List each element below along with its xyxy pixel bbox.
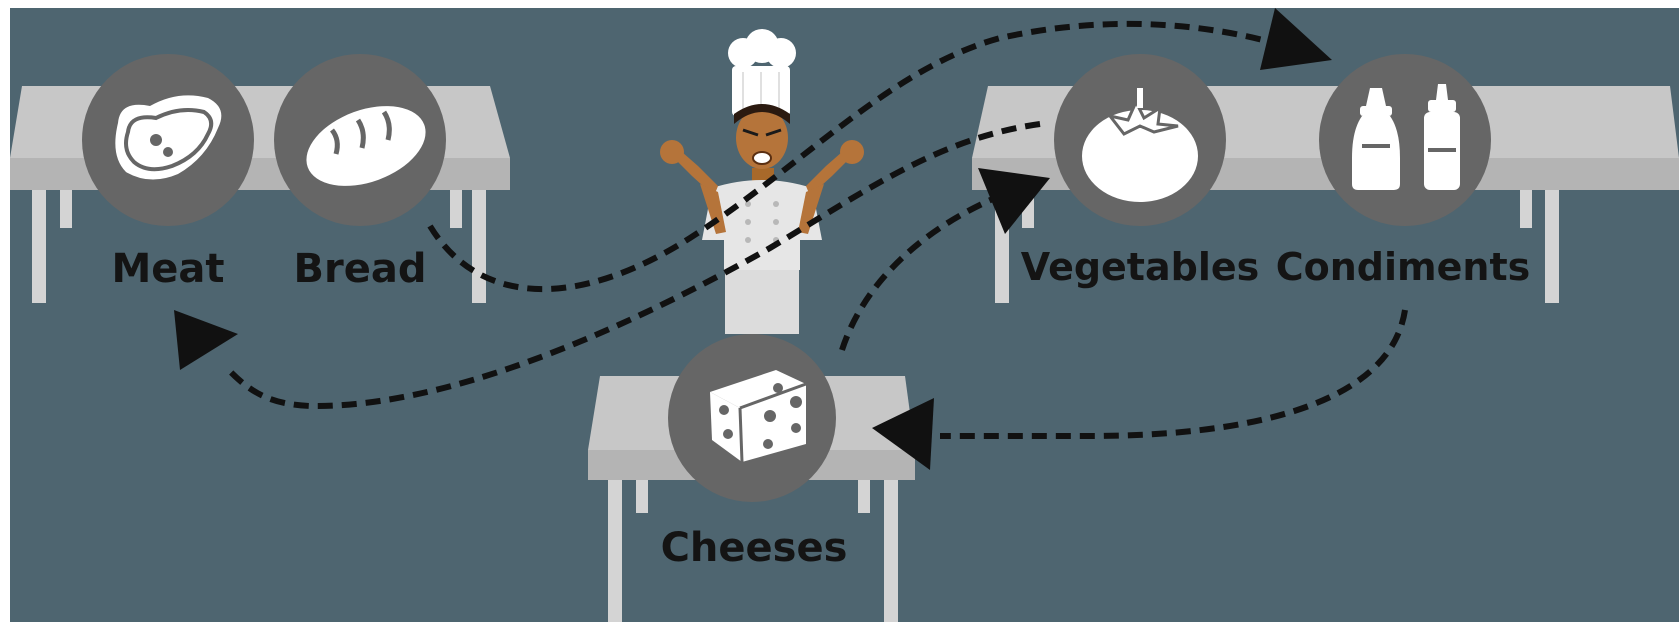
- label-meat: Meat: [111, 246, 224, 292]
- bread-station: [274, 54, 446, 226]
- condiments-station: [1319, 54, 1491, 226]
- diagram-canvas: Meat Bread Vegetables Condiments Cheeses: [10, 8, 1679, 622]
- label-vegetables: Vegetables: [1021, 245, 1260, 289]
- kitchen-diagram: Meat Bread Vegetables Condiments Cheeses: [10, 8, 1679, 622]
- cheeses-station: [668, 334, 836, 502]
- meat-station: [82, 54, 254, 226]
- vegetables-station: [1054, 54, 1226, 226]
- label-cheeses: Cheeses: [661, 525, 848, 571]
- label-bread: Bread: [294, 246, 427, 292]
- label-condiments: Condiments: [1276, 245, 1530, 289]
